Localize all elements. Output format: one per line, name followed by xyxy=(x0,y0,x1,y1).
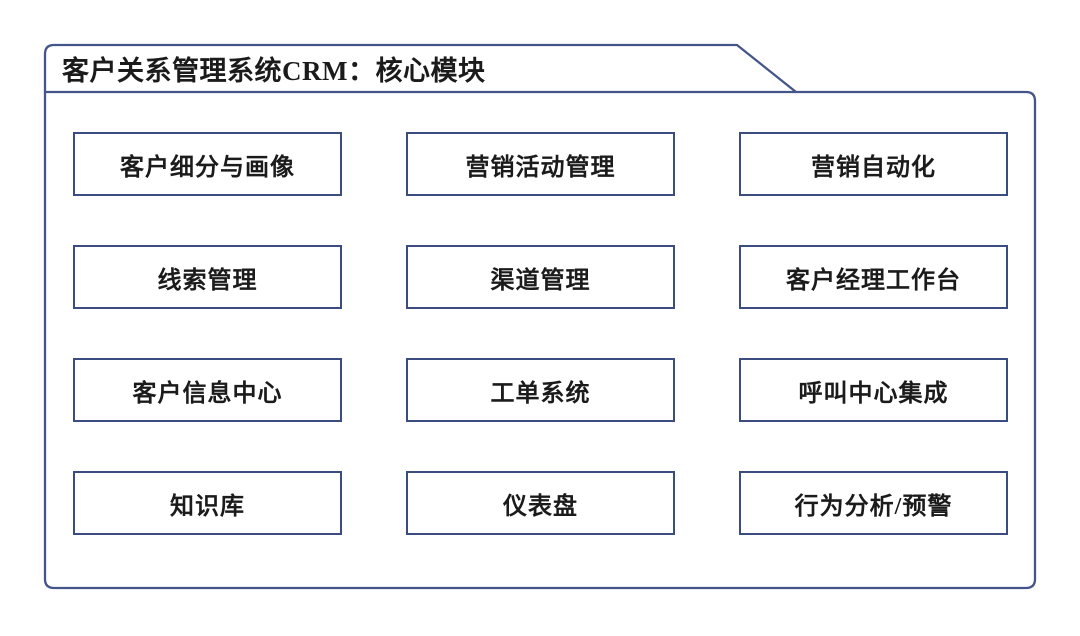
module-box-6: 客户经理工作台 xyxy=(739,245,1008,309)
module-box-3: 营销自动化 xyxy=(739,132,1008,196)
module-box-7: 客户信息中心 xyxy=(73,358,342,422)
module-box-2: 营销活动管理 xyxy=(406,132,675,196)
module-box-8: 工单系统 xyxy=(406,358,675,422)
module-box-4: 线索管理 xyxy=(73,245,342,309)
module-box-1: 客户细分与画像 xyxy=(73,132,342,196)
module-box-12: 行为分析/预警 xyxy=(739,471,1008,535)
module-grid: 客户细分与画像 营销活动管理 营销自动化 线索管理 渠道管理 客户经理工作台 客… xyxy=(73,132,1008,535)
module-box-5: 渠道管理 xyxy=(406,245,675,309)
module-box-11: 仪表盘 xyxy=(406,471,675,535)
module-box-10: 知识库 xyxy=(73,471,342,535)
module-box-9: 呼叫中心集成 xyxy=(739,358,1008,422)
package-border-shape xyxy=(43,43,1037,590)
diagram-title: 客户关系管理系统CRM：核心模块 xyxy=(62,56,486,86)
